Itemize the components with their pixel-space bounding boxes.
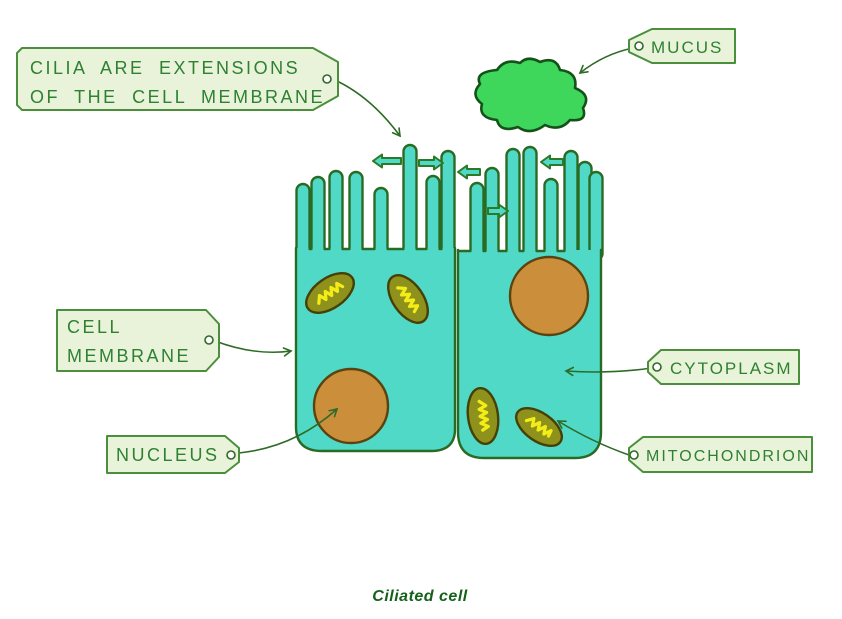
tag-mucus: MUCUS xyxy=(628,28,736,64)
cilia-motion-arrow-left-icon xyxy=(540,154,564,170)
left-cell-cilia xyxy=(295,143,456,260)
tag-mitochondrion: MITOCHONDRION xyxy=(628,436,813,473)
cytoplasm-pointer-arrow xyxy=(564,366,653,377)
cilium xyxy=(543,177,559,262)
tag-cell-membrane: CELL MEMBRANE xyxy=(56,309,220,372)
tag-shape xyxy=(628,28,736,64)
cilia-motion-arrow-right-icon xyxy=(418,155,444,171)
tag-eyelet-icon xyxy=(652,362,662,372)
tag-nucleus: NUCLEUS xyxy=(106,435,240,474)
cilia-label-line1: CILIA ARE EXTENSIONS xyxy=(30,58,300,78)
cilium xyxy=(348,170,364,260)
tag-shape xyxy=(106,435,240,474)
tag-shape xyxy=(16,47,339,111)
mitochondrion-pointer-arrow xyxy=(556,420,630,456)
cilia-motion-arrow-right-icon xyxy=(487,203,509,219)
mitochondrion-organelle xyxy=(515,406,563,448)
cristae xyxy=(477,399,490,432)
tag-shape xyxy=(56,309,220,372)
cilium xyxy=(425,174,441,260)
cilium xyxy=(505,147,521,262)
cell-membrane-label-line2: MEMBRANE xyxy=(67,346,191,366)
tag-eyelet-icon xyxy=(629,450,639,460)
cilia-motion-arrow-left-icon xyxy=(372,153,402,169)
nucleus-left-cell xyxy=(312,367,390,445)
tag-eyelet-icon xyxy=(226,450,236,460)
cilium xyxy=(328,169,344,260)
mucus-label: MUCUS xyxy=(651,38,723,57)
mitochondrion-organelle xyxy=(305,272,355,314)
tag-cilia: CILIA ARE EXTENSIONS OF THE CELL MEMBRAN… xyxy=(16,47,339,111)
cristae xyxy=(396,286,420,314)
nucleus-right-cell xyxy=(508,255,590,337)
mitochondrion-label: MITOCHONDRION xyxy=(646,448,810,465)
cilia-motion-arrow-left-icon xyxy=(457,164,481,180)
cilium xyxy=(522,145,538,262)
tag-eyelet-icon xyxy=(204,335,214,345)
diagram-caption: Ciliated cell xyxy=(372,588,467,605)
cilium xyxy=(373,186,389,260)
cilia-label-line2: OF THE CELL MEMBRANE xyxy=(30,87,325,107)
mitochondrion-organelle xyxy=(466,386,500,446)
mucus-pointer-arrow xyxy=(578,47,634,75)
cristae xyxy=(524,416,553,438)
cilium xyxy=(563,149,579,262)
cytoplasm-label: CYTOPLASM xyxy=(670,359,793,378)
tag-eyelet-icon xyxy=(634,41,644,51)
tag-shape xyxy=(628,436,813,473)
tag-cytoplasm: CYTOPLASM xyxy=(647,349,800,385)
cilia-pointer-arrow xyxy=(336,80,401,138)
tag-shape xyxy=(647,349,800,385)
nucleus-label: NUCLEUS xyxy=(116,445,220,465)
cilium xyxy=(469,181,485,262)
cilium xyxy=(310,175,326,260)
cristae xyxy=(317,281,345,305)
cell-membrane-label-line1: CELL xyxy=(67,317,122,337)
cilium xyxy=(402,143,418,260)
mucus-blob xyxy=(474,57,588,133)
tag-eyelet-icon xyxy=(322,74,332,84)
cilium xyxy=(295,182,311,260)
nucleus-pointer-arrow xyxy=(238,407,339,454)
right-cell-cilia xyxy=(469,145,604,262)
cell-membrane-pointer-arrow xyxy=(214,340,293,357)
cilium xyxy=(588,170,604,262)
mitochondrion-organelle xyxy=(387,274,429,324)
cilium xyxy=(440,149,456,260)
